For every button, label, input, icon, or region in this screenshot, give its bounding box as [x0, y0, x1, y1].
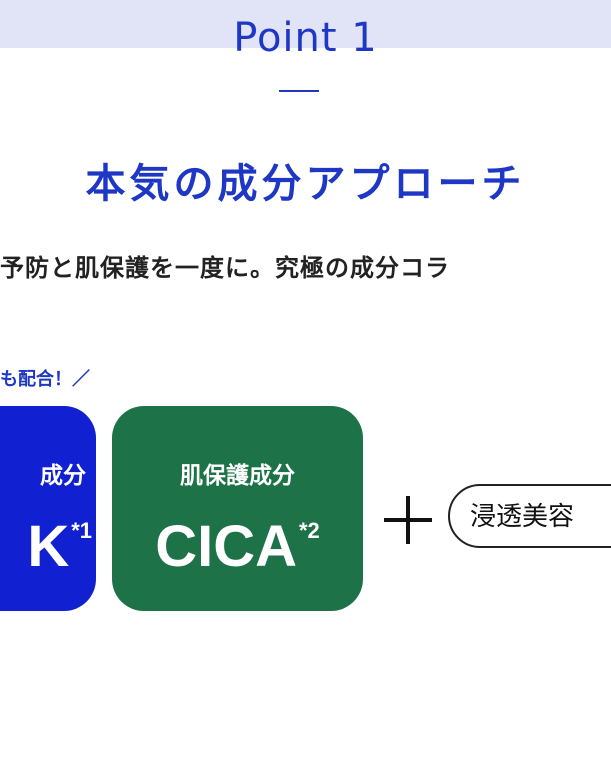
title-divider: [279, 90, 319, 92]
ingredient-card-k: 成分 K*1: [0, 406, 96, 611]
ingredient-card-cica: 肌保護成分 CICA*2: [112, 406, 363, 611]
point-title: Point 1: [233, 15, 378, 61]
pill-label: 浸透美容: [470, 502, 575, 532]
plus-icon: [384, 496, 432, 544]
ingredient-note: も配合！／: [0, 369, 90, 390]
header-band: [0, 0, 611, 48]
ingredient-card-label: 成分: [40, 463, 86, 489]
section-subline: 予防と肌保護を一度に。究極の成分コラ: [0, 254, 450, 282]
footnote-mark: *1: [71, 518, 92, 543]
ingredient-card-label: 肌保護成分: [180, 463, 295, 489]
ingredient-card-name: CICA*2: [112, 500, 363, 578]
ingredient-name-text: K: [27, 514, 70, 579]
section-headline: 本気の成分アプローチ: [85, 161, 526, 207]
ingredient-card-name: K*1: [0, 500, 96, 578]
ingredient-name-text: CICA: [155, 514, 297, 579]
footnote-mark: *2: [298, 518, 320, 543]
penetration-pill: 浸透美容: [448, 484, 611, 548]
